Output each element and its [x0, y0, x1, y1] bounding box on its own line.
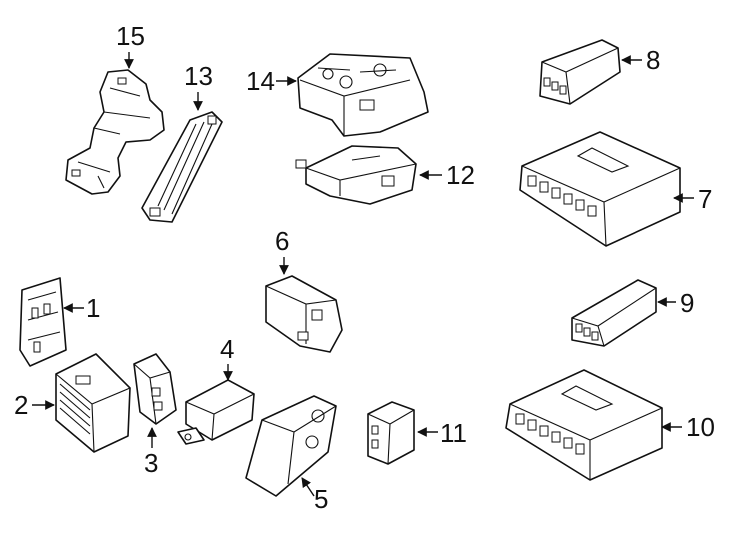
callout-12: 12: [419, 160, 475, 190]
callout-11: 11: [417, 418, 467, 448]
callout-3: 3: [144, 427, 158, 478]
callout-10-label: 10: [686, 412, 715, 442]
callout-8: 8: [621, 45, 660, 75]
callout-5: 5: [301, 477, 328, 514]
callout-6: 6: [275, 226, 289, 275]
part-9-connector-module: [571, 279, 657, 347]
callout-2: 2: [14, 390, 55, 420]
callout-7: 7: [673, 184, 712, 214]
part-1-panel-module: [19, 277, 67, 367]
part-7-large-module: [519, 131, 681, 247]
part-6-module: [265, 275, 343, 353]
callout-13-label: 13: [184, 61, 213, 91]
callout-10: 10: [661, 412, 715, 442]
part-14-relay-box: [297, 53, 429, 137]
callout-11-label: 11: [440, 418, 467, 448]
part-2-ecu: [55, 353, 131, 453]
part-3-small-module: [133, 353, 177, 425]
callout-9-label: 9: [680, 288, 694, 318]
callout-15: 15: [116, 21, 145, 69]
callout-6-label: 6: [275, 226, 289, 256]
part-4-bracket-module: [177, 379, 255, 445]
part-12-control-unit: [295, 145, 417, 205]
callout-3-label: 3: [144, 448, 158, 478]
part-11-box-module: [367, 401, 415, 465]
part-10-large-module: [505, 369, 663, 481]
callout-5-label: 5: [314, 484, 328, 514]
callout-7-label: 7: [698, 184, 712, 214]
part-5-angled-module: [245, 395, 337, 497]
callout-4: 4: [220, 334, 234, 381]
callout-13: 13: [184, 61, 213, 111]
part-15-bracket: [65, 69, 165, 195]
part-8-connector-module: [539, 39, 621, 105]
callout-1: 1: [63, 293, 100, 323]
callout-12-label: 12: [446, 160, 475, 190]
callout-14-label: 14: [246, 66, 275, 96]
callout-4-label: 4: [220, 334, 234, 364]
callout-8-label: 8: [646, 45, 660, 75]
callout-15-label: 15: [116, 21, 145, 51]
callout-2-label: 2: [14, 390, 28, 420]
callout-9: 9: [657, 288, 694, 318]
part-13-module: [141, 111, 223, 223]
callout-14: 14: [246, 66, 297, 96]
callout-1-label: 1: [86, 293, 100, 323]
